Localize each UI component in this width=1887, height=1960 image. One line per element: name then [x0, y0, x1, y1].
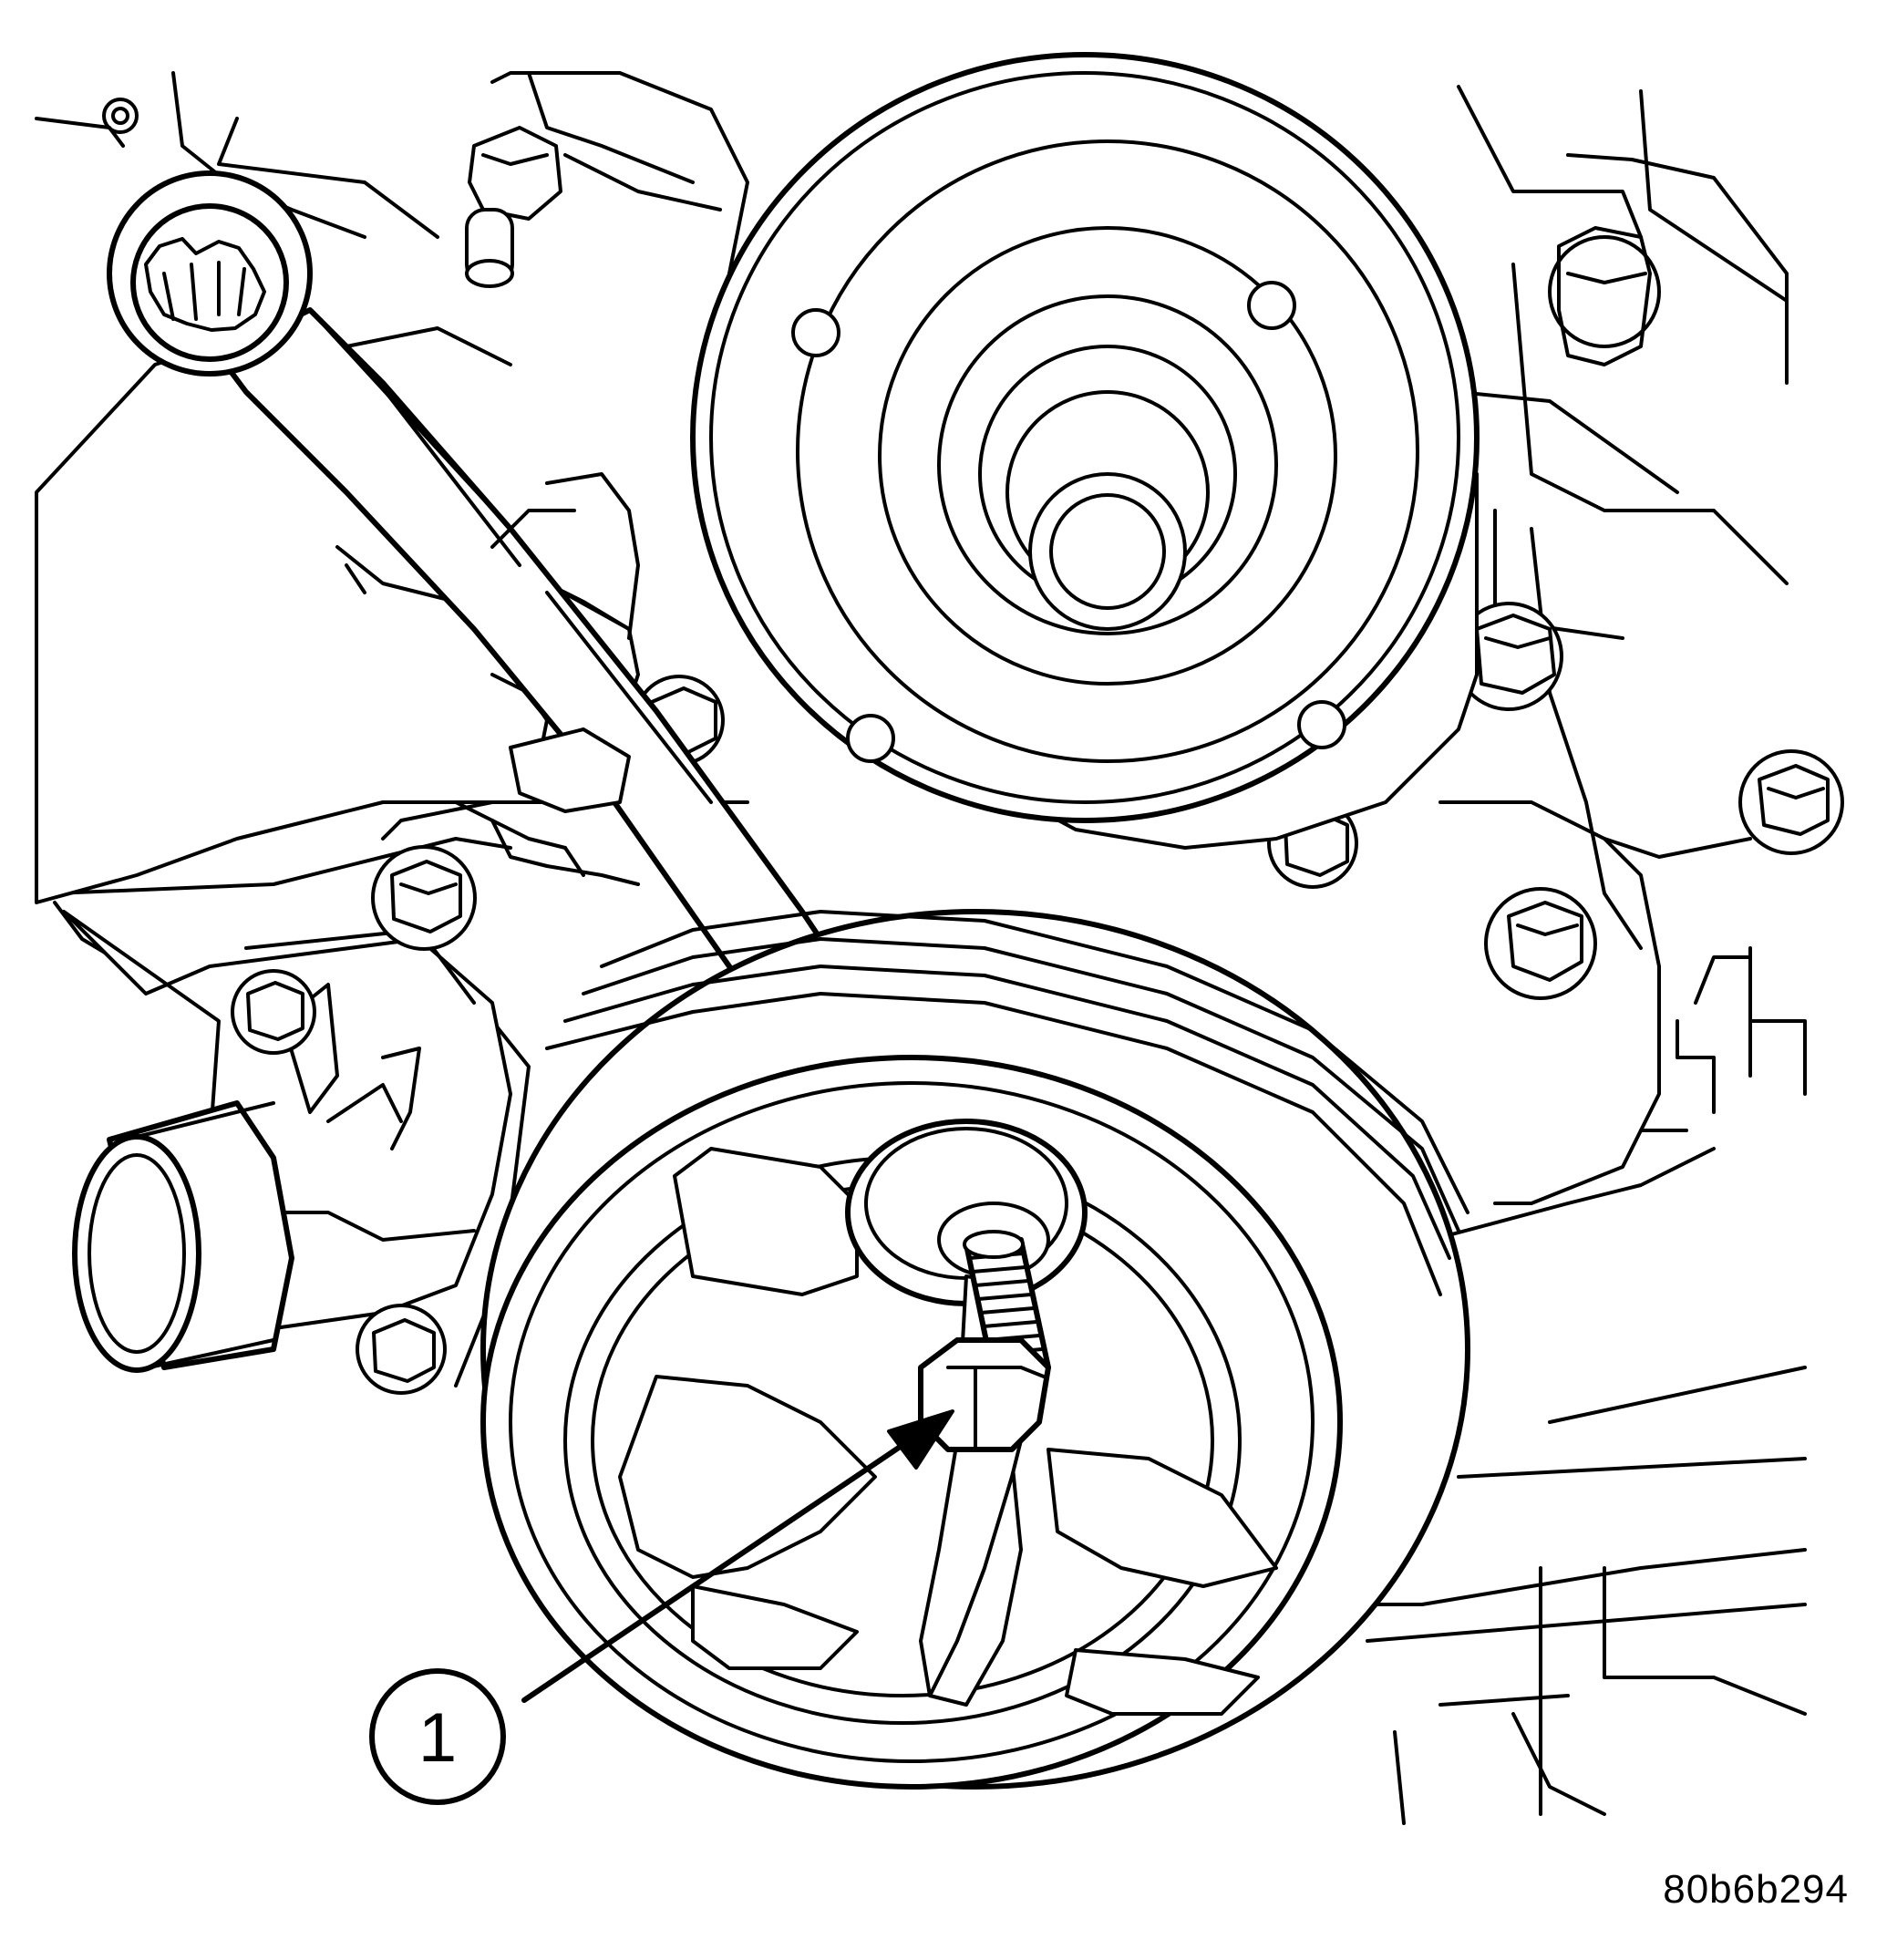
bolt-right-middle — [1456, 603, 1562, 709]
callout-arrowhead — [889, 1411, 953, 1468]
thermostat-housing — [64, 912, 510, 1370]
damper-bolt — [921, 1232, 1048, 1449]
bolt-right-side — [1740, 751, 1842, 853]
bolt-right-lower — [1486, 889, 1595, 998]
callout-arrow — [524, 1427, 930, 1700]
callout-1: 1 — [372, 1411, 953, 1802]
stud-top-left — [467, 128, 561, 286]
figure-id: 80b6b294 — [1663, 1867, 1849, 1912]
cover-ring-detail — [104, 99, 137, 132]
water-pump-pulley — [693, 55, 1477, 848]
bolt-housing-upper — [232, 971, 314, 1053]
bolt-housing-lower — [357, 1305, 445, 1393]
bolt-left-middle — [373, 847, 475, 949]
callout-number: 1 — [418, 1699, 457, 1777]
callout-circle — [372, 1671, 503, 1802]
bolt-top-right — [1550, 228, 1659, 365]
